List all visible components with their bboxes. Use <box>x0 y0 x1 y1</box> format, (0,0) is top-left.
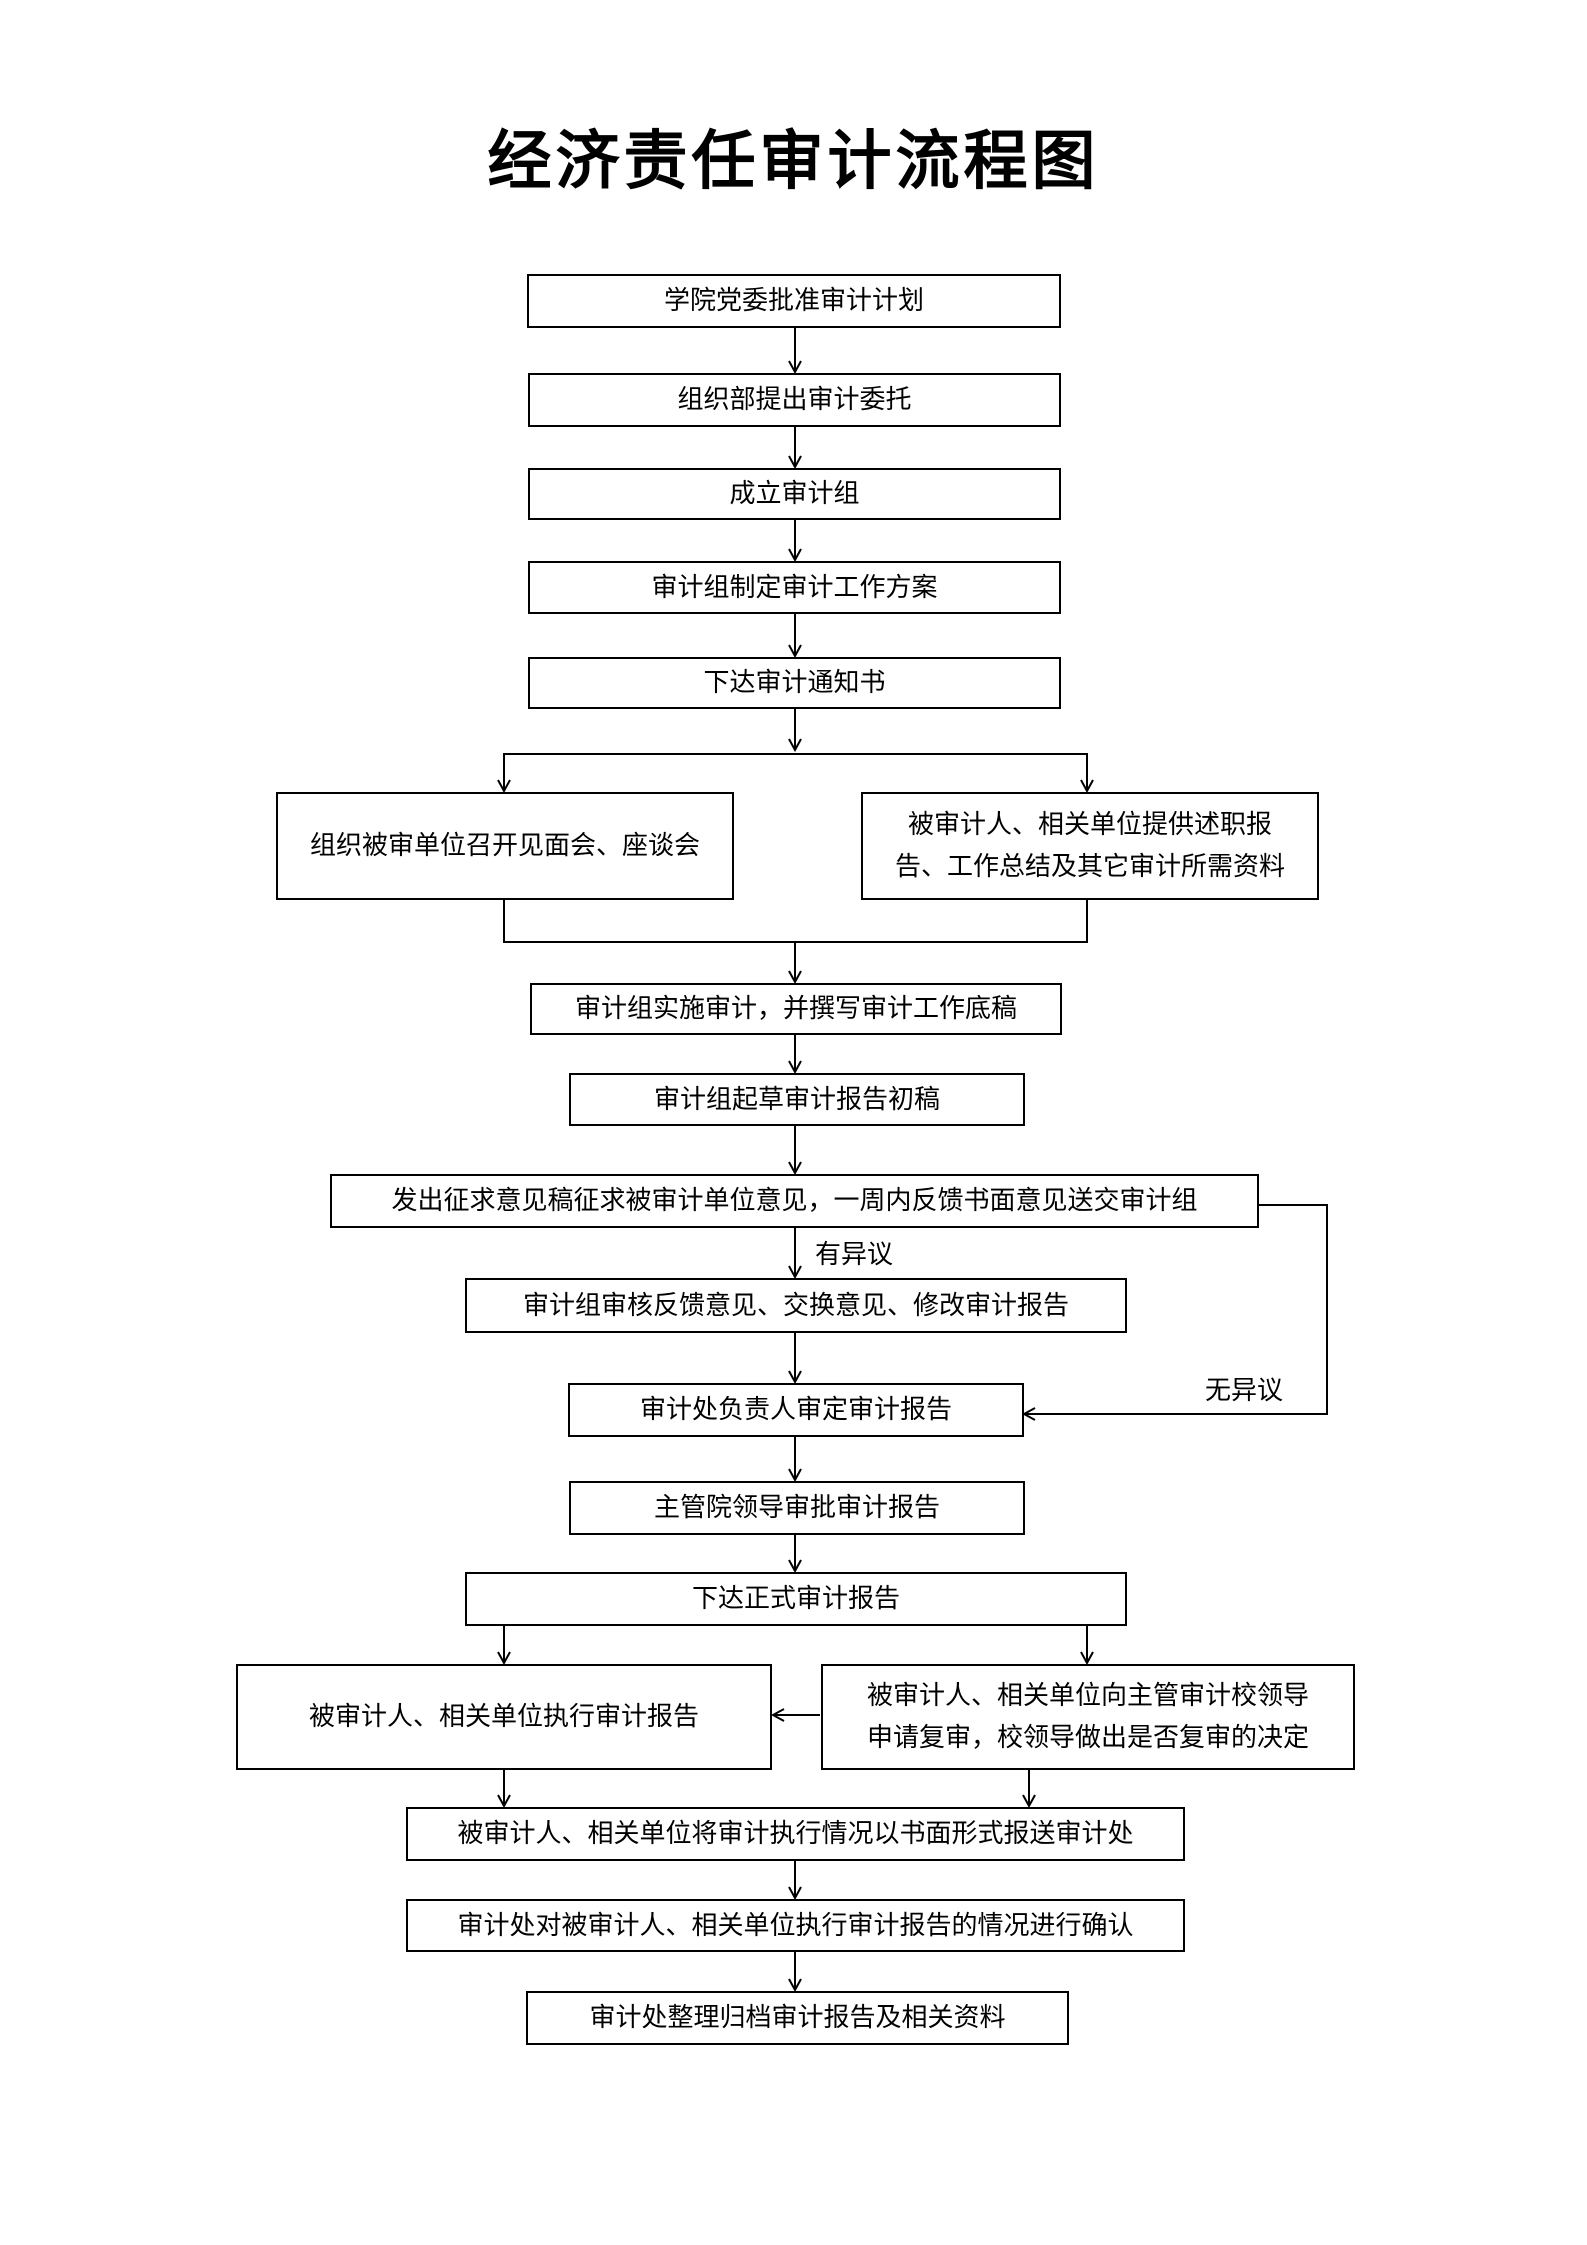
step-head-approve-report: 审计处负责人审定审计报告 <box>568 1383 1024 1437</box>
step-submit-execution: 被审计人、相关单位将审计执行情况以书面形式报送审计处 <box>406 1807 1185 1861</box>
step-approve-plan: 学院党委批准审计计划 <box>527 274 1061 328</box>
step-issue-notice: 下达审计通知书 <box>528 657 1061 709</box>
step-label: 审计组制定审计工作方案 <box>651 572 938 603</box>
step-leader-approve-report: 主管院领导审批审计报告 <box>569 1481 1025 1535</box>
step-form-audit-team: 成立审计组 <box>528 468 1061 520</box>
step-label: 审计组实施审计，并撰写审计工作底稿 <box>574 994 1017 1024</box>
step-provide-materials: 被审计人、相关单位提供述职报 告、工作总结及其它审计所需资料 <box>861 792 1319 900</box>
step-review-feedback: 审计组审核反馈意见、交换意见、修改审计报告 <box>465 1278 1127 1333</box>
step-label: 成立审计组 <box>729 479 860 509</box>
step-label-line2: 告、工作总结及其它审计所需资料 <box>894 852 1285 882</box>
page-title: 经济责任审计流程图 <box>487 125 1100 199</box>
step-audit-commission: 组织部提出审计委托 <box>528 373 1061 427</box>
step-label: 下达正式审计报告 <box>691 1584 900 1614</box>
step-label: 组织部提出审计委托 <box>677 385 912 415</box>
step-label: 发出征求意见稿征求被审计单位意见，一周内反馈书面意见送交审计组 <box>391 1186 1198 1216</box>
step-audit-plan: 审计组制定审计工作方案 <box>528 561 1061 614</box>
step-label-line2: 申请复审，校领导做出是否复审的决定 <box>866 1723 1309 1753</box>
no-objection-line <box>1024 1204 1328 1414</box>
step-label: 组织被审单位召开见面会、座谈会 <box>309 831 700 861</box>
step-archive: 审计处整理归档审计报告及相关资料 <box>526 1991 1069 2045</box>
step-draft-report: 审计组起草审计报告初稿 <box>569 1073 1025 1126</box>
step-label-line1: 被审计人、相关单位提供述职报 <box>907 810 1272 840</box>
step-label-group: 被审计人、相关单位向主管审计校领导 申请复审，校领导做出是否复审的决定 <box>867 1675 1309 1759</box>
step-label: 审计处对被审计人、相关单位执行审计报告的情况进行确认 <box>457 1910 1134 1941</box>
label-no-objection: 无异议 <box>1205 1376 1284 1406</box>
step-execute-report: 被审计人、相关单位执行审计报告 <box>236 1664 772 1770</box>
step-label: 被审计人、相关单位执行审计报告 <box>308 1702 699 1732</box>
branch-line-top <box>503 753 1088 791</box>
step-label: 审计处负责人审定审计报告 <box>639 1395 952 1425</box>
step-apply-review: 被审计人、相关单位向主管审计校领导 申请复审，校领导做出是否复审的决定 <box>821 1664 1355 1770</box>
step-label: 下达审计通知书 <box>703 668 886 698</box>
step-label: 审计处整理归档审计报告及相关资料 <box>589 2003 1006 2033</box>
step-label: 审计组起草审计报告初稿 <box>653 1084 940 1115</box>
step-label: 审计组审核反馈意见、交换意见、修改审计报告 <box>522 1290 1069 1321</box>
label-has-objection: 有异议 <box>815 1240 894 1270</box>
step-implement-audit: 审计组实施审计，并撰写审计工作底稿 <box>530 983 1062 1035</box>
step-request-feedback: 发出征求意见稿征求被审计单位意见，一周内反馈书面意见送交审计组 <box>330 1174 1259 1228</box>
step-label: 主管院领导审批审计报告 <box>653 1493 940 1523</box>
step-label: 学院党委批准审计计划 <box>663 286 924 316</box>
step-label: 被审计人、相关单位将审计执行情况以书面形式报送审计处 <box>457 1819 1134 1849</box>
step-meeting: 组织被审单位召开见面会、座谈会 <box>276 792 734 900</box>
step-issue-final-report: 下达正式审计报告 <box>465 1572 1127 1626</box>
step-label-line1: 被审计人、相关单位向主管审计校领导 <box>866 1681 1309 1711</box>
step-label-group: 被审计人、相关单位提供述职报 告、工作总结及其它审计所需资料 <box>895 804 1285 888</box>
merge-line <box>503 900 1088 943</box>
step-confirm-execution: 审计处对被审计人、相关单位执行审计报告的情况进行确认 <box>406 1899 1185 1952</box>
